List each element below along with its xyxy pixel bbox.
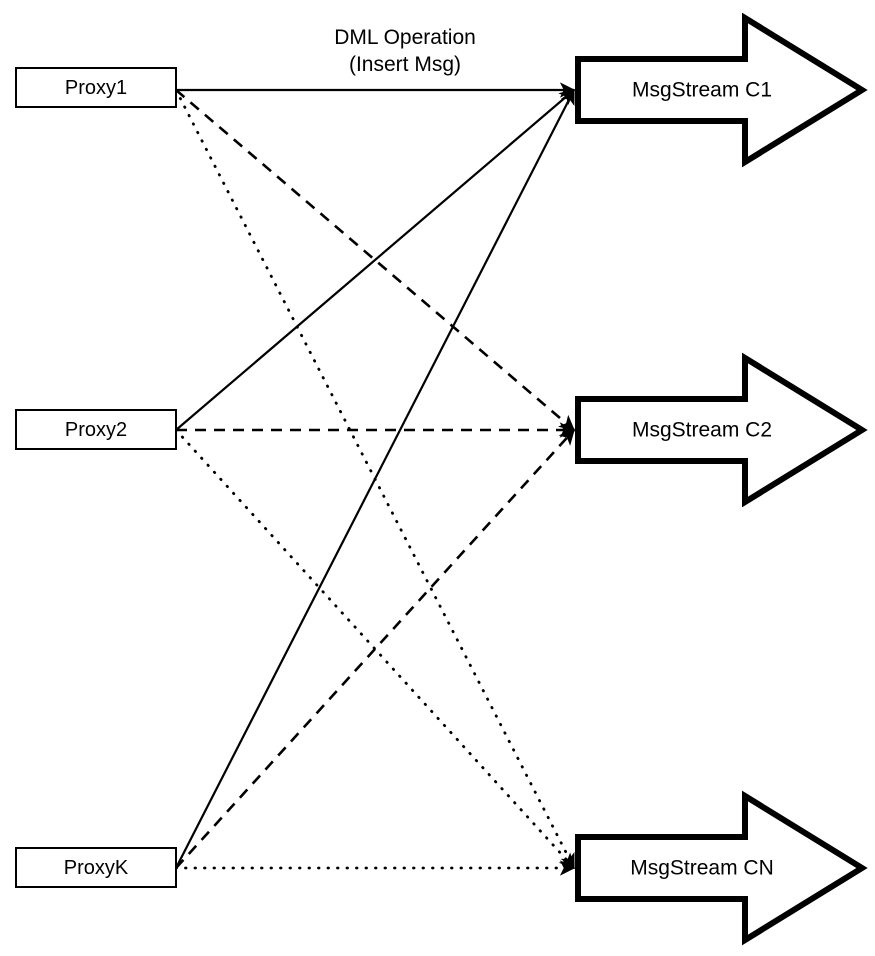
msgstream-arrow-shape [575,790,868,946]
msgstream-nodes-layer: MsgStream C1 MsgStream C2 MsgStream CN [575,12,868,946]
proxy-label: Proxy2 [65,419,127,441]
proxy-box-shape [15,67,177,108]
connector-proxyK-to-c1 [175,88,575,869]
connector-line-solid [175,88,575,869]
proxy-node-proxy2[interactable]: Proxy2 [15,409,177,450]
connector-proxyK-to-c2 [175,429,575,869]
proxy-node-proxy1[interactable]: Proxy1 [15,67,177,108]
msgstream-label: MsgStream C1 [632,79,772,102]
msgstream-arrow-shape [575,12,868,168]
connector-line-solid [175,89,575,431]
proxy-label: Proxy1 [65,77,127,99]
msgstream-label: MsgStream C2 [632,419,772,442]
annotation-line-2: (Insert Msg) [349,53,461,76]
msgstream-node-stream_cn[interactable]: MsgStream CN [575,790,868,946]
connector-line-dashed [175,429,575,869]
msgstream-node-stream_c1[interactable]: MsgStream C1 [575,12,868,168]
annotation-line-1: DML Operation [334,26,476,49]
proxy-label: ProxyK [64,857,129,879]
proxy-node-proxyK[interactable]: ProxyK [15,847,177,888]
connector-proxy2-to-c1 [175,89,575,431]
connectors-layer [174,82,576,876]
msgstream-arrow-shape [575,352,868,508]
proxy-box-shape [15,847,177,888]
msgstream-node-stream_c2[interactable]: MsgStream C2 [575,352,868,508]
proxy-box-shape [15,409,177,450]
dml-operation-annotation: DML Operation (Insert Msg) [334,26,476,76]
msgstream-label: MsgStream CN [630,857,774,880]
